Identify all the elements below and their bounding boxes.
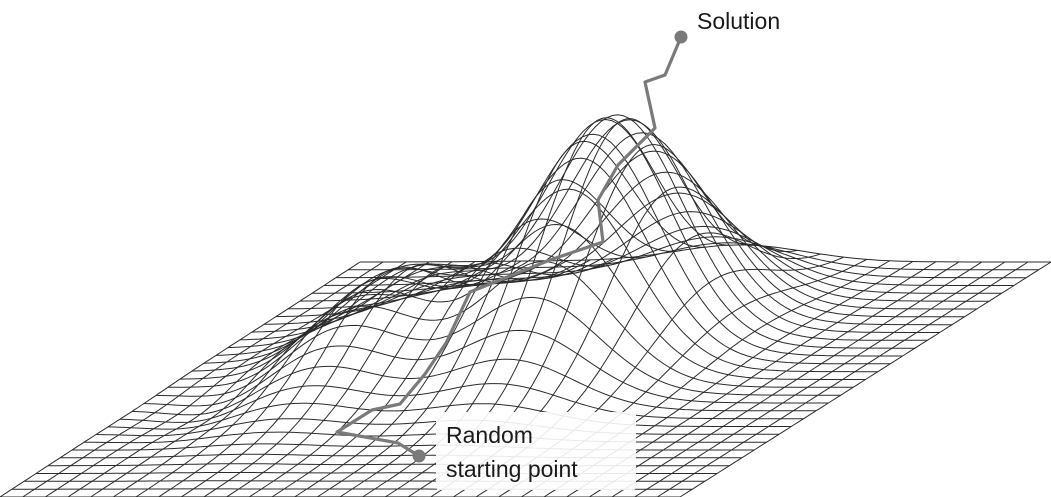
search-path-line — [335, 35, 683, 458]
mesh-line-v — [299, 192, 990, 302]
mesh-line-u — [67, 261, 430, 497]
mesh-line-u — [679, 261, 1051, 497]
mesh-line-u — [45, 261, 407, 497]
mesh-line-v — [311, 211, 1002, 294]
mesh-line-v — [263, 132, 953, 326]
mesh-line-v — [288, 171, 977, 310]
mesh-line-v — [155, 296, 841, 397]
start-label-line1: Random — [446, 422, 533, 448]
mesh-line-u — [634, 261, 1006, 497]
start-label-line2: starting point — [446, 456, 578, 482]
solution-label: Solution — [697, 8, 780, 34]
mesh-line-u — [611, 261, 983, 497]
mesh-line-u — [0, 261, 361, 497]
mesh-line-v — [336, 236, 1027, 279]
mesh-line-v — [251, 119, 940, 333]
solution-point-marker — [674, 30, 688, 44]
start-label-backdrop — [436, 412, 636, 490]
mesh-line-u — [589, 261, 960, 497]
mesh-line-u — [657, 261, 1029, 497]
mesh-line-v — [72, 443, 755, 451]
start-point-marker — [412, 449, 426, 463]
